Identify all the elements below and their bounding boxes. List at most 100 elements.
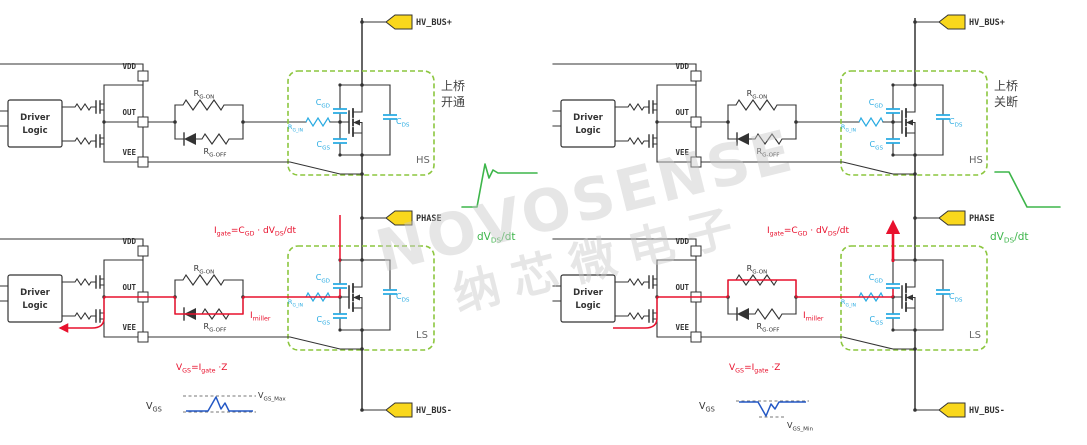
cgd-plates [886, 283, 900, 289]
driver-logic-label-2: Logic [22, 126, 47, 136]
network-wires [147, 104, 307, 140]
terminal-stubs [914, 21, 940, 411]
gate-drive-wires [614, 103, 650, 145]
out-pin-label: OUT [675, 108, 689, 117]
gate-resistor-network: RG-ON RG-OFF [147, 89, 307, 159]
cgd-plates [333, 283, 347, 289]
hv-bus-minus-terminal [938, 402, 966, 418]
driver-logic-box [7, 99, 63, 148]
net-node [794, 120, 798, 124]
mosfet-symbol [348, 259, 363, 331]
driver-mosfet-cell: Driver Logic VDD OUT VEE [0, 237, 435, 351]
cds-plates [383, 114, 397, 120]
imiller-label: Imiller [803, 311, 824, 323]
cgs-wires [339, 296, 391, 331]
vee-pin-label: VEE [675, 323, 689, 332]
driver-logic-label-1: Driver [20, 288, 50, 298]
rg-on-label: RG-ON [194, 89, 215, 101]
mode-label-line2: 关断 [994, 94, 1018, 109]
drain-node [360, 83, 364, 87]
vee-pin [690, 331, 702, 343]
vee-wire [700, 161, 916, 175]
mosfet-terminals [905, 84, 916, 156]
cds-plates [936, 289, 950, 295]
gate-node [891, 120, 895, 124]
rg-in-resistor [858, 291, 884, 303]
rg-on-label: RG-ON [747, 264, 768, 276]
driver-logic-label-2: Logic [575, 126, 600, 136]
cgs-capacitor: CGS [317, 296, 391, 331]
driver-logic-box [7, 274, 63, 323]
vgs-waveform-left: VGS VGS_Max [146, 391, 286, 414]
cgs-label: CGS [870, 315, 884, 327]
phase-label: PHASE [969, 214, 995, 224]
drain-node [913, 83, 917, 87]
output-fet-jogs [99, 278, 105, 320]
vgs-formula: VGS=Igate ·Z [729, 363, 780, 375]
rg-off-resistor [727, 307, 797, 321]
cds-capacitor: CDS [936, 84, 963, 156]
output-fet-bars [648, 275, 654, 323]
vgs-negative-pulse [739, 401, 806, 417]
driver-output-stage [61, 84, 144, 163]
cds-plates [936, 114, 950, 120]
source-node [913, 328, 917, 332]
cgd-capacitor: CGD [316, 84, 391, 123]
vgs-axis-label: VGS [146, 401, 162, 414]
driver-logic-box [560, 274, 616, 323]
bus-node [360, 408, 364, 412]
vdd-pin-label: VDD [122, 62, 136, 71]
cgs-wires [339, 121, 391, 156]
cgd-node [891, 83, 895, 87]
gate-resistor-network: RG-ON RG-OFF [700, 264, 860, 334]
mode-label-line1: 上桥 [441, 79, 465, 93]
vee-pin-label: VEE [122, 323, 136, 332]
imiller-label: Imiller [250, 311, 271, 323]
hv-bus-plus-terminal [385, 14, 413, 30]
rg-in-resistor [305, 291, 331, 303]
source-node [360, 153, 364, 157]
vgs-max-label: VGS_Max [258, 391, 286, 403]
rg-in-resistor [858, 116, 884, 128]
vee-pin [137, 331, 149, 343]
cgd-label: CGD [869, 273, 883, 285]
cgd-wires [892, 84, 944, 123]
out-pin [690, 116, 702, 128]
vgs-reference-lines [183, 395, 256, 413]
vee-pin-label: VEE [675, 148, 689, 157]
cgd-wires [339, 84, 391, 123]
cgs-capacitor: CGS [870, 121, 944, 156]
cgs-plates [886, 313, 900, 319]
vee-wire [147, 336, 363, 350]
driver-mosfet-cell: Driver Logic VDD OUT VEE [0, 62, 435, 176]
vdd-pin [690, 245, 702, 257]
supply-rails [552, 238, 697, 343]
rg-in-label: RG_IN [288, 298, 303, 309]
bus-left: HV_BUS+ PHASE HV_BUS- [360, 14, 452, 418]
source-node [913, 153, 917, 157]
output-fet-jogs [99, 103, 105, 145]
igate-formula: Igate=CGD · dVDS/dt [767, 226, 849, 238]
bus-node [913, 20, 917, 24]
gate-resistor-network: RG-ON RG-OFF [700, 89, 860, 159]
bus-node [913, 216, 917, 220]
rg-on-label: RG-ON [194, 264, 215, 276]
vgs-waveform-right: VGS VGS_Min [699, 400, 814, 433]
vdd-pin [137, 70, 149, 82]
rg-on-label: RG-ON [747, 89, 768, 101]
vgs-reference-lines [736, 400, 809, 418]
vee-bus-node [913, 172, 917, 176]
output-fet-jogs [652, 103, 658, 145]
supply-rails [0, 63, 144, 168]
bus-node [913, 408, 917, 412]
out-node [102, 120, 106, 124]
rg-in-resistor [305, 116, 331, 128]
driver-logic-label-1: Driver [573, 113, 603, 123]
mosfet-model: RG_IN CGD [288, 258, 410, 332]
source-node [360, 328, 364, 332]
gate-drive-wires [614, 278, 650, 320]
igate-formula: Igate=CGD · dVDS/dt [214, 226, 296, 238]
phase-terminal [385, 210, 413, 226]
rg-in-label: RG_IN [841, 298, 856, 309]
